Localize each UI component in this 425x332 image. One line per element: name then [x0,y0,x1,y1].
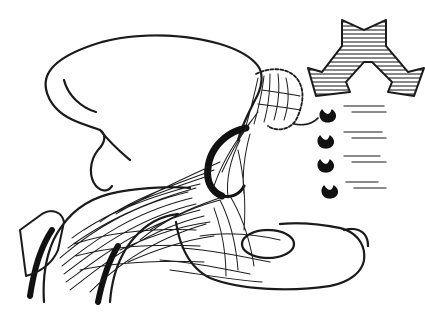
flow-streamlines [344,106,386,188]
ischial-ramus [176,222,368,289]
ligament-fibers [60,112,280,292]
anterior-ligament-bundle [246,69,318,129]
iliac-wing [46,35,262,190]
y-branch-arrow-icon [308,20,424,96]
comma-swirl-icon [318,110,337,198]
